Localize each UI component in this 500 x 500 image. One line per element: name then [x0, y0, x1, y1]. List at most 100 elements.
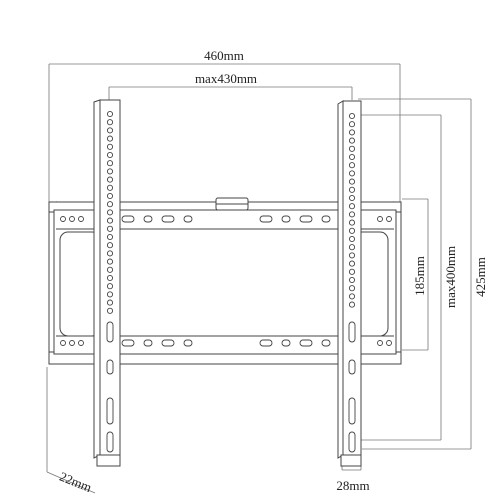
dimension-lines	[46, 63, 472, 494]
arm-hole	[106, 119, 114, 126]
arm-hole	[106, 209, 114, 216]
plate-hole	[386, 340, 392, 346]
label-185mm: 185mm	[412, 256, 427, 296]
label-425mm: 425mm	[473, 257, 488, 297]
plate-slot	[259, 339, 273, 347]
arm-hole	[106, 143, 114, 150]
arm-slot	[106, 431, 114, 453]
right-arm	[337, 100, 362, 467]
label-28mm: 28mm	[336, 478, 369, 493]
arm-hole	[106, 127, 114, 134]
arm-hole	[106, 176, 114, 183]
arm-hole	[348, 178, 356, 185]
plate-slot	[121, 339, 135, 347]
arm-holes	[106, 110, 356, 453]
arm-hole	[106, 307, 114, 314]
arm-hole	[348, 276, 356, 284]
arm-hole	[106, 291, 114, 298]
plate-slot	[143, 339, 153, 347]
plate-slot	[161, 339, 175, 347]
plate-slot	[183, 215, 193, 223]
arm-slot	[106, 397, 114, 425]
plate-slot	[143, 215, 153, 223]
plate-hole	[60, 340, 66, 346]
arm-hole	[348, 285, 356, 292]
arm-hole	[348, 260, 356, 267]
arm-hole	[106, 151, 114, 159]
plate-hole	[69, 340, 75, 346]
plate-hole	[69, 216, 75, 222]
arm-hole	[106, 274, 114, 282]
arm-hole	[348, 268, 356, 275]
arm-hole	[106, 184, 114, 191]
arm-hole	[106, 217, 114, 224]
arm-slot	[348, 397, 356, 425]
arm-hole	[348, 170, 356, 177]
plate-slot	[321, 339, 331, 347]
arm-hole	[348, 293, 356, 300]
arm-hole	[348, 252, 356, 259]
plate-hole	[78, 340, 84, 346]
plate-hole	[78, 216, 84, 222]
arm-hole	[106, 110, 114, 118]
plate-slot	[259, 215, 273, 223]
arm-slot	[348, 431, 356, 453]
plate-slot	[161, 215, 175, 223]
label-22mm: 22mm	[57, 469, 93, 495]
label-max430mm: max430mm	[195, 71, 257, 86]
left-arm-bottom-plate	[96, 454, 121, 467]
arm-hole	[106, 168, 114, 175]
arm-hole	[348, 112, 356, 120]
dimension-labels: 460mm max430mm 185mm max400mm 425mm 22mm…	[57, 48, 488, 495]
arm-slot	[348, 321, 356, 343]
arm-hole	[348, 162, 356, 169]
arm-hole	[106, 258, 114, 265]
arm-hole	[106, 242, 114, 249]
arm-hole	[348, 219, 356, 226]
arm-hole	[348, 145, 356, 152]
arm-hole	[106, 192, 114, 200]
arm-hole	[348, 235, 356, 243]
plate-slot	[321, 215, 331, 223]
dim-22-ext-slant	[46, 471, 96, 494]
arm-hole	[106, 299, 114, 306]
arm-hole	[348, 194, 356, 202]
plate-hole	[60, 216, 66, 222]
arm-hole	[348, 121, 356, 128]
arm-hole	[348, 301, 356, 308]
plate-slot	[281, 215, 291, 223]
arm-hole	[348, 203, 356, 210]
arm-hole	[106, 266, 114, 273]
arm-hole	[106, 135, 114, 142]
arm-hole	[348, 153, 356, 161]
right-arm-bottom-plate	[340, 454, 362, 467]
plate-slot	[281, 339, 291, 347]
arm-hole	[106, 160, 114, 167]
plate-slot	[121, 215, 135, 223]
arm-slot	[106, 359, 114, 375]
arm-hole	[106, 201, 114, 208]
arm-hole	[106, 283, 114, 290]
arm-hole	[106, 250, 114, 257]
arm-slot	[106, 321, 114, 343]
arm-hole	[348, 227, 356, 234]
plate-hole	[377, 216, 383, 222]
right-arm-side	[337, 100, 344, 459]
arm-hole	[348, 137, 356, 144]
arm-slot	[348, 359, 356, 375]
wall-plate-slots	[60, 215, 392, 347]
plate-hole	[377, 340, 383, 346]
arm-hole	[348, 129, 356, 136]
plate-slot	[183, 339, 193, 347]
arm-hole	[348, 244, 356, 251]
arm-hole	[106, 225, 114, 232]
left-arm-side	[93, 99, 101, 459]
arm-hole	[106, 233, 114, 241]
plate-hole	[386, 216, 392, 222]
plate-slot	[299, 215, 313, 223]
arm-hole	[348, 186, 356, 193]
plate-slot	[299, 339, 313, 347]
label-max400mm: max400mm	[443, 246, 458, 308]
